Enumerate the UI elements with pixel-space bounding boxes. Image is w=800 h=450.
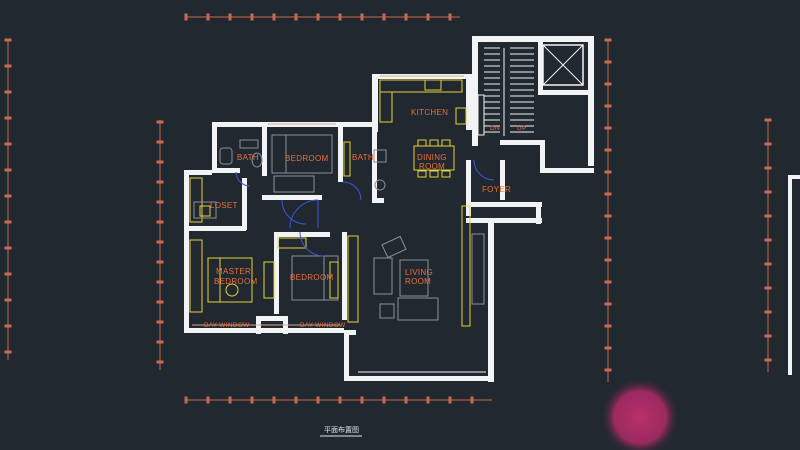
furniture — [189, 79, 485, 327]
label-foyer: FOYER — [482, 185, 511, 194]
label-bay-window-2: BAY-WINDOW — [300, 322, 346, 329]
doors — [235, 159, 495, 257]
drawing-caption: 平面布置图 — [320, 425, 362, 437]
cursor-highlight — [600, 377, 680, 450]
label-master: MASTER — [216, 267, 251, 276]
label-master-bedroom: BEDROOM — [214, 277, 257, 286]
adjacent-plan-fragment — [788, 175, 800, 375]
label-living: LIVING — [405, 268, 433, 277]
label-bedroom-1: BEDROOM — [285, 154, 328, 163]
label-closet: LOSET — [210, 201, 238, 210]
label-kitchen: KITCHEN — [411, 108, 448, 117]
label-stair-down: DN — [490, 125, 500, 132]
label-bath-2: BATH — [352, 153, 374, 162]
walls — [184, 36, 594, 382]
label-dining-room: ROOM — [419, 162, 445, 171]
label-dining: DINING — [417, 153, 447, 162]
dimension-lines — [4, 13, 772, 404]
label-bath-1: BATH — [237, 153, 259, 162]
label-bay-window-1: BAY-WINDOW — [204, 322, 250, 329]
room-labels: KITCHEN DINING ROOM BATH BEDROOM BATH LO… — [204, 108, 527, 329]
caption-text: 平面布置图 — [324, 425, 359, 434]
label-living-room: ROOM — [405, 277, 431, 286]
label-stair-up: UP — [517, 125, 527, 132]
label-bedroom-2: BEDROOM — [290, 273, 333, 282]
